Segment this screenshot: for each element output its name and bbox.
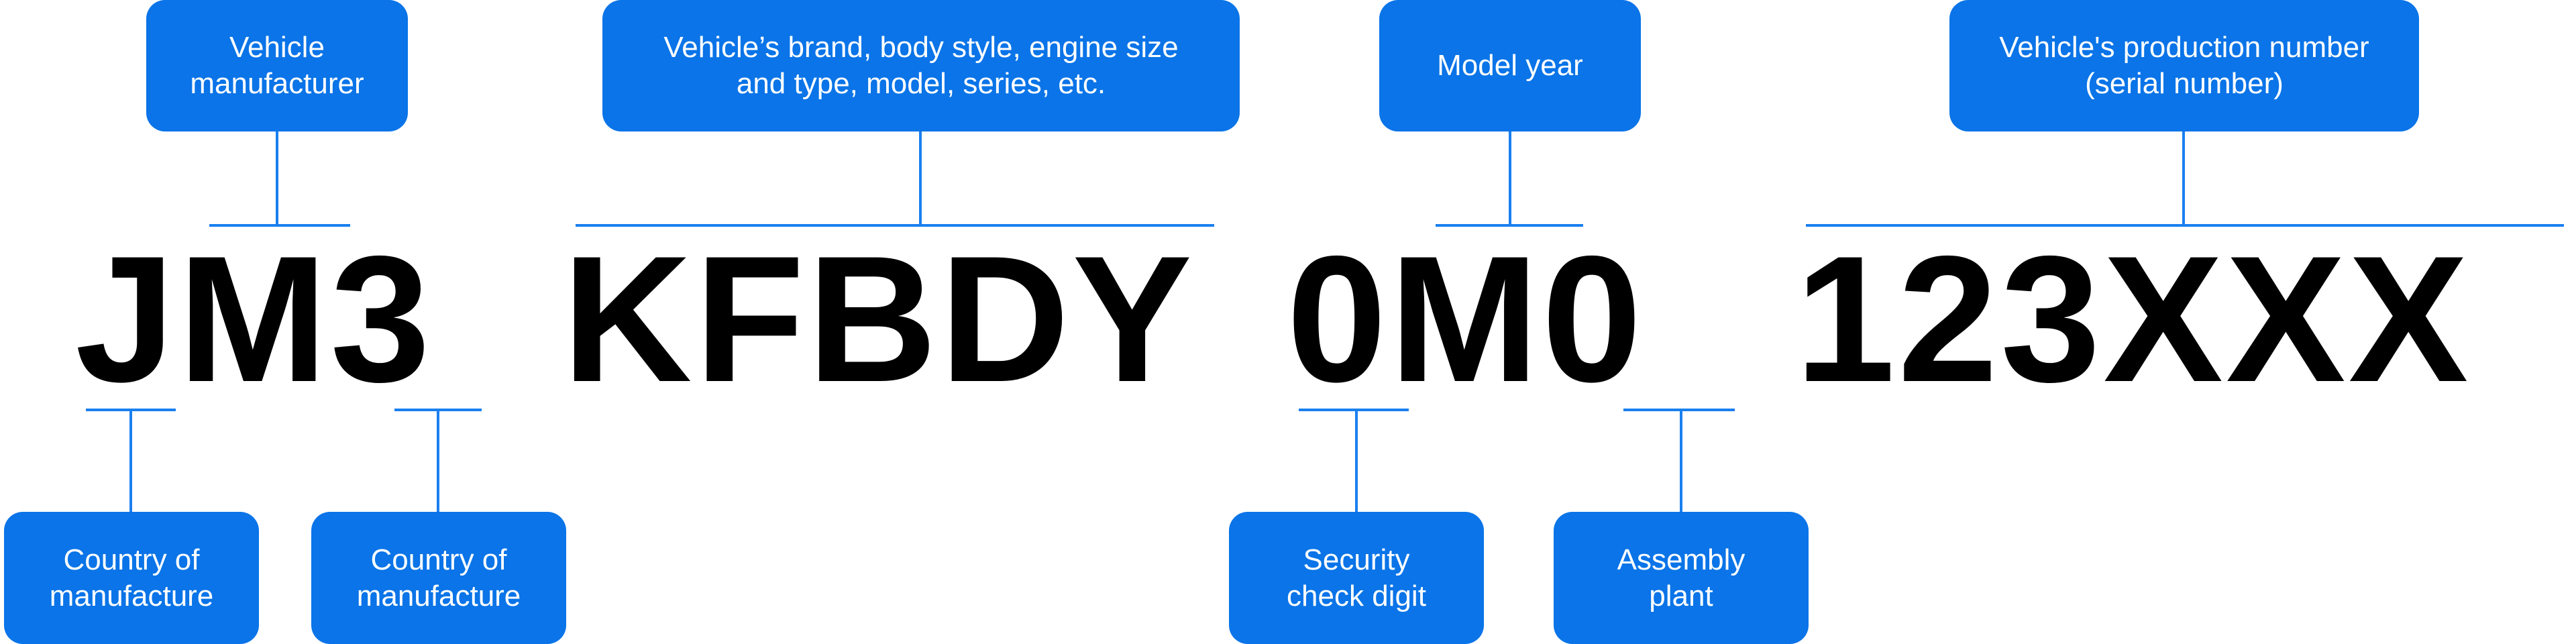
label-assembly-plant: Assembly plant: [1554, 512, 1809, 644]
label-vehicle-manufacturer: Vehicle manufacturer: [146, 0, 408, 131]
label-line: manufacturer: [190, 67, 364, 100]
connector-bracket: [209, 224, 350, 227]
label-line: Assembly: [1617, 543, 1746, 576]
vin-text: 0M0: [1287, 218, 1645, 419]
label-line: Country of: [370, 543, 507, 576]
vin-group-check-year-plant: 0M0: [1287, 218, 1645, 419]
connector-vertical: [1680, 409, 1682, 512]
connector-bracket: [1436, 224, 1583, 227]
vin-text: KFBDY: [562, 218, 1195, 419]
label-security-check-digit: Security check digit: [1229, 512, 1484, 644]
label-line: Vehicle: [229, 31, 325, 64]
label-line: and type, model, series, etc.: [736, 67, 1106, 100]
vin-group-wmi: JM3: [75, 218, 433, 419]
connector-vertical: [437, 409, 439, 512]
label-line: manufacture: [356, 579, 521, 612]
label-country-of-manufacture-1: Country of manufacture: [4, 512, 259, 644]
connector-vertical: [129, 409, 132, 512]
label-line: Model year: [1437, 49, 1583, 82]
connector-bracket: [1299, 409, 1409, 411]
label-vehicle-descriptor: Vehicle’s brand, body style, engine size…: [602, 0, 1240, 131]
connector-vertical: [2182, 131, 2185, 227]
connector-bracket: [576, 224, 1214, 227]
label-production-number: Vehicle's production number (serial numb…: [1949, 0, 2419, 131]
label-model-year: Model year: [1379, 0, 1641, 131]
connector-bracket: [1806, 224, 2564, 227]
vin-text: JM3: [75, 218, 433, 419]
connector-vertical: [1509, 131, 1511, 227]
label-line: manufacture: [49, 579, 214, 612]
connector-bracket: [1623, 409, 1735, 411]
label-line: (serial number): [2085, 67, 2284, 100]
label-line: Country of: [63, 543, 200, 576]
connector-vertical: [919, 131, 922, 227]
label-line: check digit: [1287, 579, 1426, 612]
vin-text: 123XXX: [1795, 218, 2471, 419]
label-country-of-manufacture-2: Country of manufacture: [311, 512, 566, 644]
connector-vertical: [1355, 409, 1358, 512]
vin-group-serial: 123XXX: [1795, 218, 2471, 419]
label-line: Vehicle’s brand, body style, engine size: [663, 31, 1179, 64]
vin-group-vds: KFBDY: [562, 218, 1195, 419]
label-line: Vehicle's production number: [1999, 31, 2369, 64]
label-line: Security: [1303, 543, 1410, 576]
label-line: plant: [1649, 579, 1713, 612]
connector-vertical: [276, 131, 278, 227]
